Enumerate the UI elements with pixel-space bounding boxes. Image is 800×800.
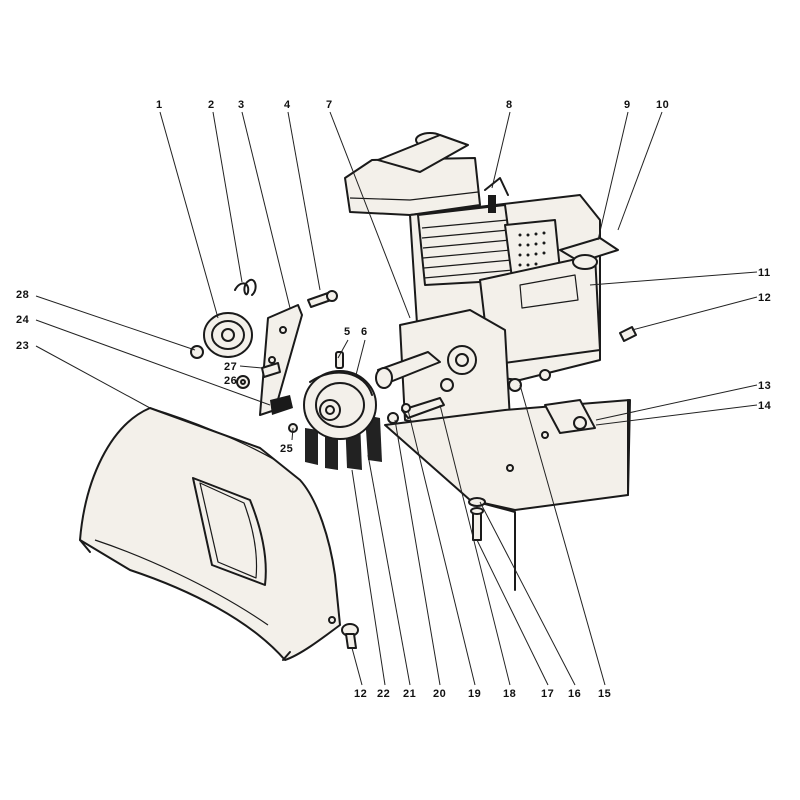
- callout-15: 15: [598, 688, 611, 700]
- frame-plate: [384, 399, 631, 591]
- idler-pulley: [190, 312, 253, 359]
- callout-12-bottom: 12: [354, 688, 367, 700]
- callout-11: 11: [758, 267, 771, 279]
- callout-25: 24: [16, 314, 30, 326]
- callout-28: 28: [16, 289, 29, 301]
- linkage-parts: [387, 397, 445, 424]
- callout-21: 21: [403, 688, 416, 700]
- callout-3: 3: [238, 99, 245, 111]
- callout-4: 4: [284, 99, 291, 111]
- drive-pulley-and-belts: [303, 370, 382, 470]
- callout-24: 25: [280, 443, 293, 455]
- callouts: 1 2 3 4 7 8 9 10 11 12 13 14 5 6 15 16 1…: [16, 99, 772, 700]
- callout-20: 20: [433, 688, 446, 700]
- spring: [234, 278, 257, 296]
- callout-14: 14: [758, 400, 772, 412]
- cover-bolt: [341, 623, 359, 649]
- right-bolt: [619, 326, 637, 342]
- callout-17: 17: [541, 688, 554, 700]
- callout-8: 8: [506, 99, 513, 111]
- callout-5: 5: [344, 326, 351, 338]
- callout-7: 7: [326, 99, 333, 111]
- bolt-washer: [468, 497, 486, 541]
- callout-1: 1: [156, 99, 163, 111]
- callout-16: 16: [568, 688, 581, 700]
- bolt: [307, 290, 338, 308]
- callout-27: 27: [224, 361, 237, 373]
- engine-assembly: [344, 132, 619, 436]
- callout-10: 10: [656, 99, 669, 111]
- callout-9: 9: [624, 99, 631, 111]
- callout-6: 6: [361, 326, 368, 338]
- callout-2: 2: [208, 99, 215, 111]
- callout-13: 13: [758, 380, 771, 392]
- callout-22: 22: [377, 688, 390, 700]
- belt-guard-cover: [79, 407, 341, 661]
- callout-26: 26: [224, 375, 237, 387]
- key: [335, 351, 344, 369]
- callout-18: 18: [503, 688, 516, 700]
- leader-lines: [35, 111, 758, 686]
- callout-23: 23: [16, 340, 29, 352]
- callout-19: 19: [468, 688, 481, 700]
- callout-12-right: 12: [758, 292, 771, 304]
- idler-bracket: [259, 304, 303, 416]
